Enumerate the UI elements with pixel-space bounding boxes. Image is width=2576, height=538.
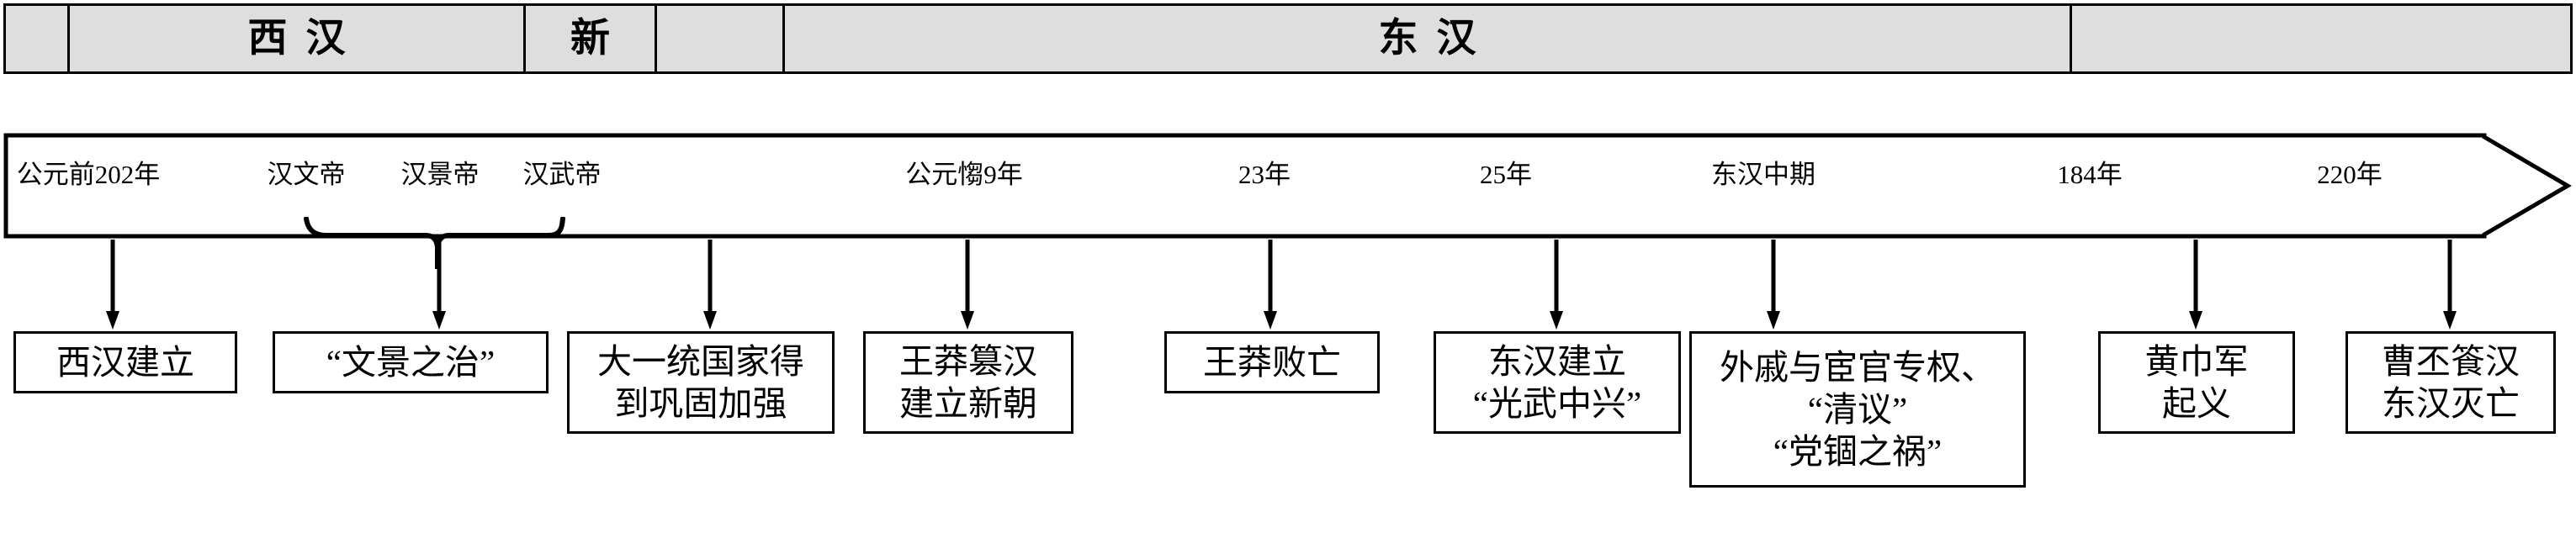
axis-tick-label: 公元前202年 <box>16 160 161 189</box>
axis-tick-label: 汉文帝 <box>267 160 346 189</box>
event-box-yellow-turban-rebellion: 黄巾军起义 <box>2098 331 2295 434</box>
connector-arrow-down <box>1763 240 1784 330</box>
event-box-line: “清议” <box>1807 389 1908 429</box>
axis-tick-label: 184年 <box>2057 160 2123 189</box>
axis-tick-label: 东汉中期 <box>1711 160 1815 189</box>
era-cell-2: 新 <box>526 6 657 71</box>
event-box-western-han-founded: 西汉建立 <box>13 331 237 393</box>
connector-arrow-down <box>700 240 720 330</box>
connector-arrow-down <box>2440 240 2460 330</box>
era-label: 东汉 <box>1378 16 1495 61</box>
era-cell-1: 西汉 <box>70 6 526 71</box>
event-box-line: 到巩固加强 <box>614 384 787 423</box>
event-box-rule-of-wen-and-jing: “文景之治” <box>273 331 549 393</box>
axis-tick-label: 220年 <box>2317 160 2383 189</box>
era-cell-spacer-5 <box>2072 6 2570 71</box>
event-box-wang-mang-usurps-han: 王莽篡汉建立新朝 <box>863 331 1073 434</box>
era-cell-spacer-0 <box>6 6 70 71</box>
connector-arrow-down <box>1260 240 1280 330</box>
era-cell-spacer-3 <box>657 6 785 71</box>
event-box-line: 起义 <box>2162 384 2231 423</box>
event-box-cao-pi-usurps-han: 曹丕篒汉东汉灭亡 <box>2345 331 2556 434</box>
event-box-unified-state-consolidated: 大一统国家得到巩固加强 <box>567 331 835 434</box>
era-cell-4: 东汉 <box>785 6 2072 71</box>
connector-arrow-down <box>103 240 123 330</box>
era-label: 新 <box>570 16 628 61</box>
event-box-line: 西汉建立 <box>56 342 194 382</box>
axis-tick-label: 汉景帝 <box>400 160 480 189</box>
axis-tick-label: 23年 <box>1238 160 1291 189</box>
connector-arrow-down <box>1546 240 1566 330</box>
connector-arrow-down <box>2186 240 2206 330</box>
event-box-consort-clans-and-eunuchs: 外戚与宦官专权、“清议”“党锢之祸” <box>1689 331 2026 488</box>
event-box-line: 王莽败亡 <box>1203 342 1341 382</box>
event-box-line: 东汉建立 <box>1488 341 1626 381</box>
event-box-wang-mang-defeated: 王莽败亡 <box>1164 331 1380 393</box>
connector-arrow-down <box>429 240 449 330</box>
era-label: 西汉 <box>247 16 364 61</box>
axis-tick-label: 公元㥮9年 <box>905 160 1023 189</box>
event-box-line: 建立新朝 <box>899 384 1037 423</box>
event-box-line: “光武中兴” <box>1472 384 1642 423</box>
era-band: 西汉 新 东汉 <box>3 3 2573 74</box>
event-box-line: 曹丕篒汉 <box>2382 341 2520 381</box>
axis-tick-label: 25年 <box>1480 160 1532 189</box>
event-box-line: 外戚与宦官专权、 <box>1720 347 1996 387</box>
event-box-line: “文景之治” <box>326 342 496 382</box>
event-box-line: 东汉灭亡 <box>2382 384 2520 423</box>
event-box-line: 王莽篡汉 <box>899 341 1037 381</box>
event-box-line: 大一统国家得 <box>597 341 804 381</box>
event-box-eastern-han-founded: 东汉建立“光武中兴” <box>1434 331 1681 434</box>
event-box-line: 黄巾军 <box>2144 341 2249 381</box>
connector-arrow-down <box>957 240 978 330</box>
event-box-line: “党锢之祸” <box>1773 432 1943 471</box>
axis-tick-label: 汉武帝 <box>522 160 602 189</box>
